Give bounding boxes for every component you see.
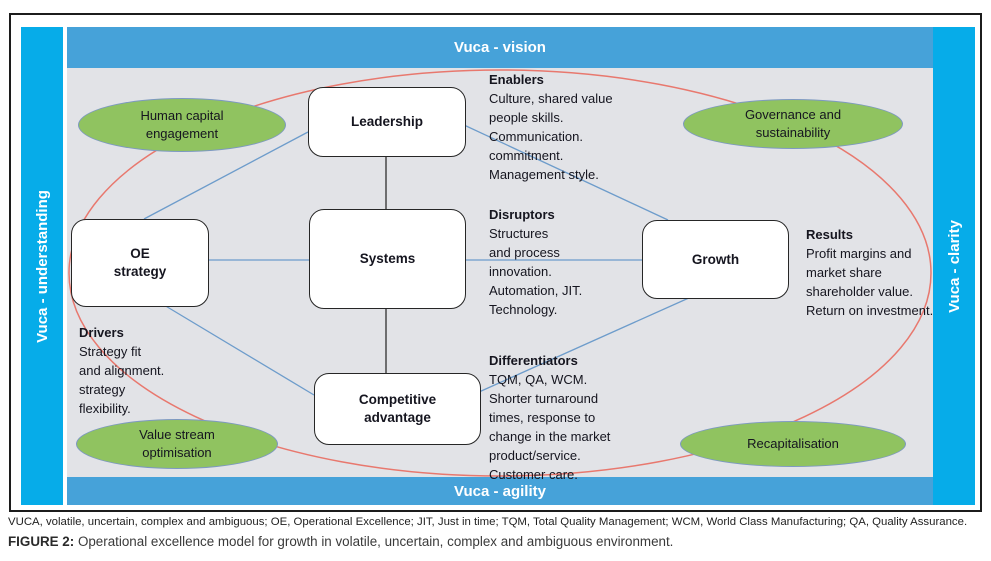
connector-leadership-growth bbox=[463, 124, 669, 221]
annotation-results-body: Profit margins and market share sharehol… bbox=[806, 246, 934, 318]
connector-leadership-oe bbox=[143, 131, 309, 220]
node-systems-label: Systems bbox=[359, 251, 416, 266]
band-vuca-agility-label: Vuca - agility bbox=[454, 482, 546, 500]
annotation-differentiators-body: TQM, QA, WCM. Shorter turnaround times, … bbox=[489, 372, 611, 482]
annotation-disruptors-body: Structures and process innovation. Autom… bbox=[489, 226, 583, 317]
annotation-disruptors-title: Disruptors bbox=[489, 207, 555, 222]
figure-caption-label: FIGURE 2: bbox=[8, 534, 75, 549]
annotation-enablers-body: Culture, shared value people skills. Com… bbox=[489, 91, 613, 182]
band-vuca-agility: Vuca - agility bbox=[67, 477, 933, 505]
node-leadership: Leadership bbox=[308, 87, 466, 157]
band-vuca-vision-label: Vuca - vision bbox=[454, 39, 546, 56]
annotation-differentiators: Differentiators TQM, QA, WCM. Shorter tu… bbox=[489, 351, 610, 484]
annotation-results-title: Results bbox=[806, 227, 853, 242]
figure-caption-text: Operational excellence model for growth … bbox=[74, 534, 674, 549]
node-growth-label: Growth bbox=[691, 251, 740, 267]
annotation-results: Results Profit margins and market share … bbox=[806, 225, 933, 320]
figure-caption: FIGURE 2: Operational excellence model f… bbox=[8, 534, 673, 549]
connector-growth-compadv bbox=[478, 296, 692, 393]
node-oe-strategy: OE strategy bbox=[71, 219, 209, 307]
node-competitive-advantage-label: Competitive advantage bbox=[358, 392, 437, 425]
connector-lines bbox=[68, 69, 932, 477]
annotation-drivers-body: Strategy fit and alignment. strategy fle… bbox=[79, 344, 165, 416]
annotation-disruptors: Disruptors Structures and process innova… bbox=[489, 205, 582, 319]
node-competitive-advantage: Competitive advantage bbox=[314, 373, 481, 445]
annotation-drivers: Drivers Strategy fit and alignment. stra… bbox=[79, 323, 164, 418]
node-growth: Growth bbox=[642, 220, 789, 299]
ellipse-governance-sustainability: Governance and sustainability bbox=[683, 99, 903, 149]
band-vuca-clarity: Vuca - clarity bbox=[933, 27, 975, 505]
annotation-enablers: Enablers Culture, shared value people sk… bbox=[489, 70, 613, 184]
band-vuca-vision: Vuca - vision bbox=[67, 27, 933, 68]
annotation-enablers-title: Enablers bbox=[489, 72, 544, 87]
ellipse-recapitalisation: Recapitalisation bbox=[680, 421, 906, 467]
ellipse-human-capital-engagement: Human capital engagement bbox=[78, 98, 286, 152]
ellipse-value-stream-optimisation: Value stream optimisation bbox=[76, 419, 278, 469]
figure-frame: Vuca - understanding Vuca - clarity Vuca… bbox=[9, 13, 982, 512]
abbreviations-note: VUCA, volatile, uncertain, complex and a… bbox=[8, 516, 968, 528]
annotation-differentiators-title: Differentiators bbox=[489, 353, 578, 368]
ellipse-value-stream-label: Value stream optimisation bbox=[139, 427, 215, 460]
band-vuca-understanding: Vuca - understanding bbox=[21, 27, 63, 505]
node-leadership-label: Leadership bbox=[350, 114, 424, 129]
outer-red-ellipse bbox=[68, 69, 932, 477]
connector-oe-compadv bbox=[163, 304, 315, 396]
ellipse-recapitalisation-label: Recapitalisation bbox=[747, 436, 839, 451]
ellipse-governance-label: Governance and sustainability bbox=[744, 107, 842, 140]
ellipse-human-capital-label: Human capital engagement bbox=[140, 108, 224, 141]
node-oe-strategy-label: OE strategy bbox=[113, 246, 167, 279]
annotation-drivers-title: Drivers bbox=[79, 325, 124, 340]
node-systems: Systems bbox=[309, 209, 466, 309]
